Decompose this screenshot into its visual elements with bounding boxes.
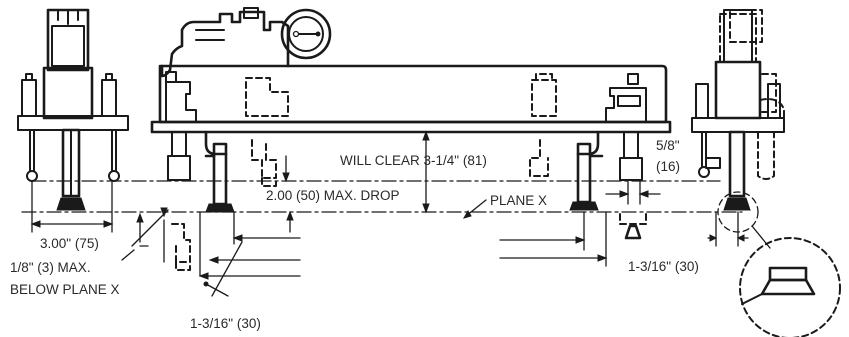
reference-lines	[21, 180, 743, 213]
dim-right-one-three-sixteenths: 1-3/16" (30)	[499, 211, 699, 274]
detail-circle	[739, 237, 841, 337]
dim-one-eighth: 1/8" (3) MAX. BELOW PLANE X	[10, 207, 191, 297]
label-right-one-three-sixteenths: 1-3/16" (30)	[628, 259, 699, 274]
label-five-eighths-top: 5/8"	[656, 138, 680, 153]
dim-right-clamp-foot	[707, 191, 771, 249]
label-plane-x: PLANE X	[490, 193, 547, 208]
plane-x-callout: PLANE X	[462, 193, 547, 219]
label-max-drop: 2.00 (50) MAX. DROP	[266, 188, 400, 203]
dim-will-clear: WILL CLEAR 3-1/4" (81)	[340, 130, 487, 214]
label-five-eighths-bottom: (16)	[656, 159, 680, 174]
center-right-leg	[529, 130, 643, 211]
label-three-inch: 3.00" (75)	[40, 236, 99, 251]
dim-3-00: 3.00" (75)	[30, 181, 114, 251]
label-one-eighth-bottom: BELOW PLANE X	[10, 282, 120, 297]
right-side-clamp	[691, 9, 785, 211]
label-will-clear: WILL CLEAR 3-1/4" (81)	[340, 153, 487, 168]
dim-max-drop: 2.00 (50) MAX. DROP	[266, 155, 400, 233]
machine-body	[150, 7, 672, 134]
left-side-clamp	[17, 8, 129, 211]
center-left-leg	[167, 130, 277, 213]
phantom-blocks-upper	[245, 73, 557, 117]
dim-five-eighths: 5/8" (16)	[605, 138, 680, 205]
label-bottom-one-three-sixteenths: 1-3/16" (30)	[190, 316, 261, 331]
dim-left-one-three-sixteenths: 1-3/16" (30)	[190, 211, 301, 331]
label-one-eighth-top: 1/8" (3) MAX.	[10, 260, 91, 275]
